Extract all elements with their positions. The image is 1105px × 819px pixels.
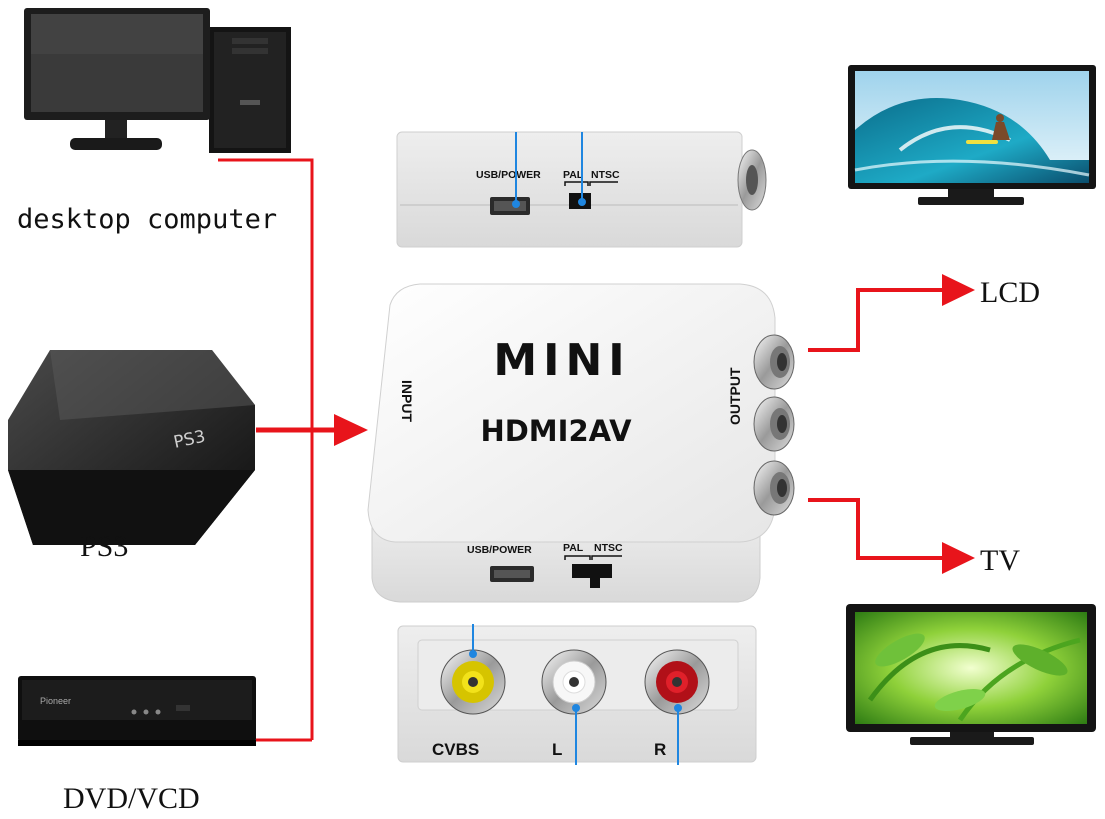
converter-usb-label: USB/POWER — [467, 544, 532, 556]
tv-label: TV — [980, 544, 1020, 577]
tv-image — [846, 604, 1096, 745]
top-usb-label: USB/POWER — [476, 169, 541, 181]
hdmi2av-converter: MINI HDMI2AV INPUT OUTPUT USB/POWER PAL … — [367, 283, 776, 603]
lcd-monitor-image — [848, 65, 1096, 205]
converter-input-label: INPUT — [399, 380, 415, 422]
converter-ntsc-label: NTSC — [594, 542, 623, 554]
top-callout-lines — [512, 132, 586, 208]
av-callout-lines — [469, 624, 682, 765]
dvd-player-image: Pioneer — [18, 676, 256, 746]
right-audio-label: R — [654, 740, 666, 759]
desktop-computer-image — [24, 8, 291, 153]
wire-desktop — [218, 158, 314, 740]
cvbs-jack — [440, 649, 506, 715]
ps3-image: PS3 — [8, 350, 255, 545]
ps3-label: PS3 — [80, 530, 128, 563]
converter-output-label: OUTPUT — [727, 367, 743, 425]
top-pal-label: PAL — [563, 169, 584, 181]
converter-pal-label: PAL — [563, 542, 584, 554]
left-audio-jack — [541, 649, 607, 715]
arrow-ps3-to-input — [256, 414, 368, 446]
cvbs-label: CVBS — [432, 740, 479, 759]
top-ntsc-label: NTSC — [591, 169, 620, 181]
dvd-brand-text: Pioneer — [40, 696, 71, 706]
rca-jack-1 — [753, 334, 795, 390]
rca-jack-2 — [753, 396, 795, 452]
converter-model: HDMI2AV — [480, 414, 632, 448]
converter-top-view: USB/POWER PAL NTSC — [396, 131, 767, 248]
av-panel-view: CVBS L R — [397, 625, 757, 763]
arrow-output-to-tv — [808, 498, 975, 574]
arrow-output-to-lcd — [808, 274, 975, 352]
rca-jack-3 — [753, 460, 795, 516]
left-audio-label: L — [552, 740, 562, 759]
desktop-computer-label: desktop computer — [17, 204, 277, 235]
dvd-vcd-label: DVD/VCD — [63, 782, 200, 815]
right-audio-jack — [644, 649, 710, 715]
lcd-label: LCD — [980, 276, 1040, 309]
converter-title: MINI — [493, 335, 630, 386]
rca-output-jacks — [753, 334, 795, 516]
input-wiring — [218, 158, 314, 742]
